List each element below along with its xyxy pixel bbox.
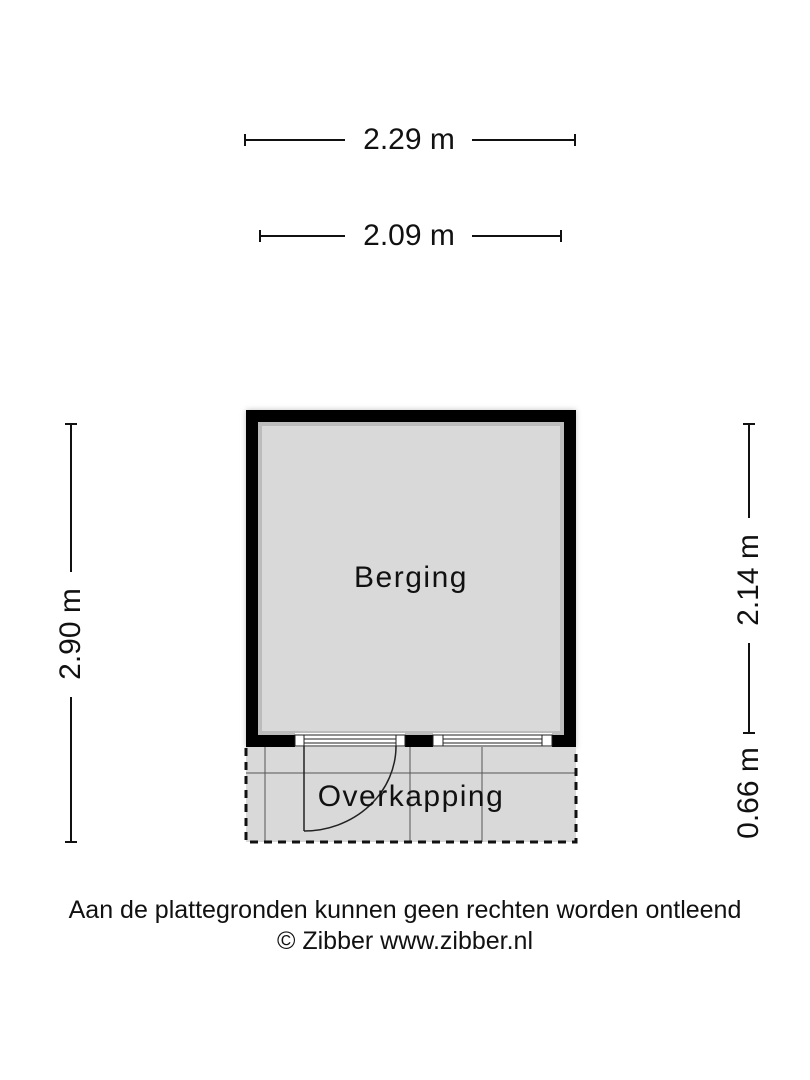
- dimension-label-right-upper: 2.14 m: [732, 534, 765, 626]
- copyright-text: © Zibber www.zibber.nl: [276, 927, 534, 955]
- window-opening: [432, 733, 553, 747]
- overkapping-floor: [246, 747, 576, 842]
- overkapping-dashed-outline: [244, 748, 578, 844]
- dimension-line-top-outer: [244, 134, 576, 146]
- dimension-line-right: [743, 423, 755, 734]
- dimension-line-top-inner: [259, 230, 562, 242]
- dimension-label-right-lower: 0.66 m: [732, 747, 765, 839]
- dimension-label-left: 2.90 m: [54, 588, 87, 680]
- disclaimer-text: Aan de plattegronden kunnen geen rechten…: [68, 896, 742, 924]
- room-label-overkapping: Overkapping: [317, 780, 505, 813]
- door-swing: [303, 745, 397, 832]
- berging-floor: [260, 424, 562, 733]
- dimension-line-left: [65, 423, 77, 843]
- dimension-label-top-inner: 2.09 m: [363, 219, 455, 252]
- room-label-berging: Berging: [354, 561, 468, 594]
- dimension-label-top-outer: 2.29 m: [363, 123, 455, 156]
- door-opening: [294, 733, 406, 747]
